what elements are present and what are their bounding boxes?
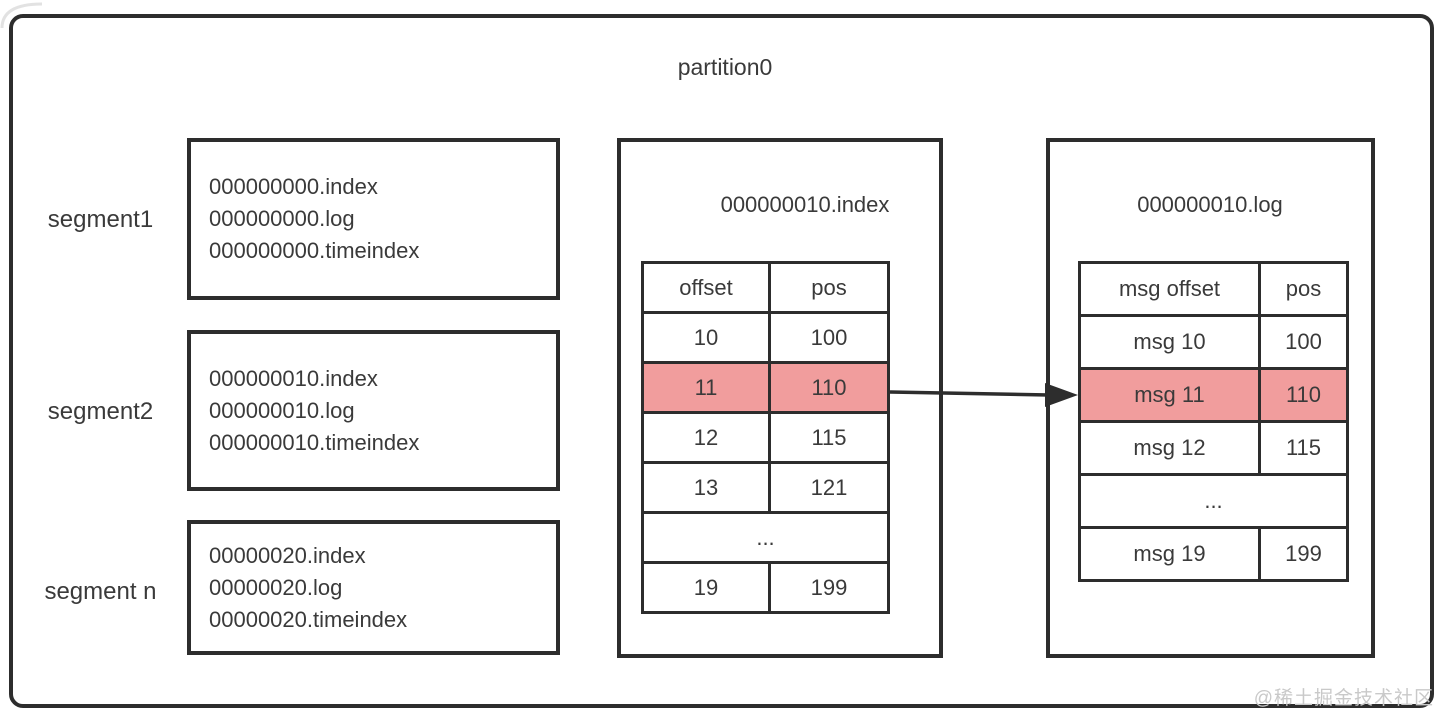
table-cell: 13 bbox=[693, 474, 719, 500]
table-header-cell: pos bbox=[768, 264, 887, 311]
watermark-text: @稀土掘金技术社区 bbox=[1253, 688, 1434, 709]
table-cell: 199 bbox=[768, 564, 887, 611]
table-cell: 19 bbox=[693, 574, 719, 600]
file-name: 000000010.index bbox=[209, 365, 378, 391]
table-header-cell: pos bbox=[1258, 264, 1346, 314]
table-row: 13 121 bbox=[644, 461, 887, 511]
partition-title: partition0 bbox=[677, 54, 773, 80]
file-name: 00000020.timeindex bbox=[209, 606, 408, 632]
table-cell: 10 bbox=[693, 324, 719, 350]
file-name: 00000020.index bbox=[209, 542, 366, 568]
table-row: ... bbox=[1081, 473, 1346, 526]
segment2-files-box: 000000010.index 000000010.log 000000010.… bbox=[187, 330, 560, 491]
table-cell: 100 bbox=[768, 314, 887, 361]
segment-n-label: segment n bbox=[44, 578, 157, 605]
table-cell: 100 bbox=[1258, 317, 1346, 367]
table-row: 11 110 bbox=[644, 361, 887, 411]
table-row: msg 19 199 bbox=[1081, 526, 1346, 579]
file-name: 000000010.log bbox=[209, 397, 355, 423]
log-file-title: 000000010.log bbox=[1137, 192, 1283, 217]
table-cell: msg 12 bbox=[1133, 435, 1206, 460]
table-row: msg 10 100 bbox=[1081, 314, 1346, 367]
table-cell: 121 bbox=[768, 464, 887, 511]
table-row: 12 115 bbox=[644, 411, 887, 461]
table-span-cell: ... bbox=[1204, 488, 1223, 513]
table-cell: 110 bbox=[1258, 370, 1346, 420]
table-cell: 12 bbox=[693, 424, 719, 450]
table-header-row: offset pos bbox=[644, 264, 887, 311]
file-name: 000000000.index bbox=[209, 174, 378, 199]
table-row: 10 100 bbox=[644, 311, 887, 361]
index-file-title: 000000010.index bbox=[720, 192, 890, 217]
table-row: msg 11 110 bbox=[1081, 367, 1346, 420]
table-row: ... bbox=[644, 511, 887, 561]
table-header-cell: offset bbox=[679, 274, 733, 300]
table-cell: 115 bbox=[1258, 423, 1346, 473]
index-table: offset pos 10 100 11 110 12 115 13 121... 19 199 bbox=[641, 261, 890, 614]
page-corner-artifact bbox=[0, 2, 43, 28]
file-name: 000000010.timeindex bbox=[209, 429, 420, 455]
table-cell: msg 11 bbox=[1134, 382, 1205, 407]
table-cell: 11 bbox=[694, 374, 718, 400]
table-row: 19 199 bbox=[644, 561, 887, 611]
file-name: 00000020.log bbox=[209, 574, 343, 600]
table-cell: msg 10 bbox=[1133, 329, 1206, 354]
segment-n-files-box: 00000020.index 00000020.log 00000020.tim… bbox=[187, 520, 560, 655]
table-cell: 115 bbox=[768, 414, 887, 461]
segment2-label: segment2 bbox=[47, 398, 154, 425]
segment1-label: segment1 bbox=[47, 206, 154, 233]
file-name: 000000000.log bbox=[209, 206, 355, 231]
index-to-log-arrow bbox=[889, 383, 1078, 407]
table-row: msg 12 115 bbox=[1081, 420, 1346, 473]
file-name: 000000000.timeindex bbox=[209, 238, 420, 263]
segment1-files-box: 000000000.index 000000000.log 000000000.… bbox=[187, 138, 560, 300]
table-span-cell: ... bbox=[756, 524, 775, 550]
table-header-cell: msg offset bbox=[1118, 276, 1221, 301]
table-header-row: msg offset pos bbox=[1081, 264, 1346, 314]
table-cell: 199 bbox=[1258, 529, 1346, 579]
table-cell: msg 19 bbox=[1133, 541, 1206, 566]
log-table: msg offset pos msg 10 100 msg 11 110 msg 12 115… bbox=[1078, 261, 1349, 582]
table-cell: 110 bbox=[768, 364, 887, 411]
